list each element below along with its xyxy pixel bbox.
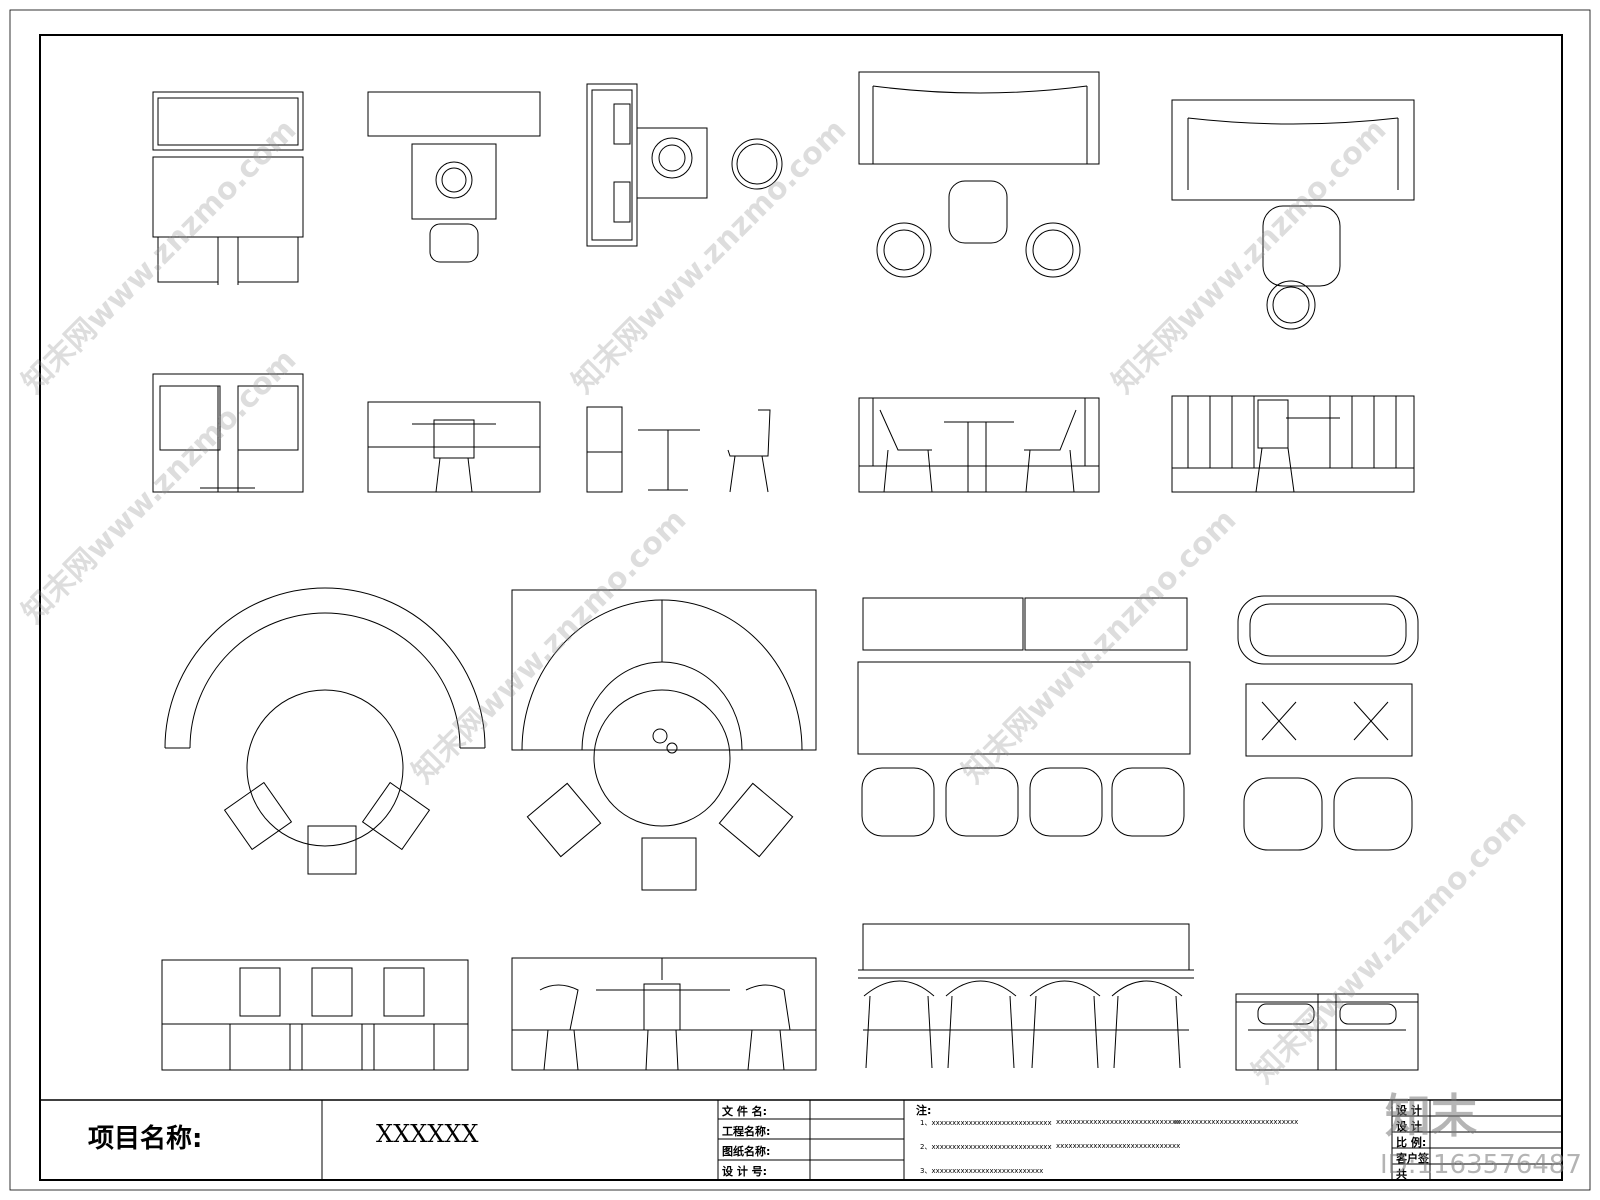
field-design-number: 设 计 号:	[722, 1165, 768, 1178]
plan-long-sofa-round-chairs	[858, 71, 1100, 278]
elev-booth-pedestal-chair	[586, 406, 771, 493]
field-design-1: 设 计	[1396, 1104, 1422, 1117]
note-2a: 2、xxxxxxxxxxxxxxxxxxxxxxxxxxxxx	[920, 1143, 1052, 1151]
elev-booth-two-chairs	[858, 397, 1100, 493]
field-design-2: 设 计	[1396, 1120, 1422, 1133]
plan-booth-round-stool	[586, 83, 783, 247]
project-name-value: XXXXXX	[376, 1120, 479, 1148]
field-file-name: 文 件 名:	[722, 1105, 768, 1118]
plan-bench-long-table-chairs	[857, 597, 1191, 837]
note-2b: xxxxxxxxxxxxxxxxxxxxxxxxxxxxxx	[1056, 1142, 1181, 1150]
field-project-name: 工程名称:	[722, 1125, 771, 1138]
plan-tufted-sofa-chair	[1171, 99, 1415, 330]
plan-curved-booth-round-table	[164, 587, 486, 875]
notes-label: 注:	[916, 1104, 932, 1117]
plan-arm-sofa-coffee-tables	[1237, 595, 1419, 851]
note-1b: xxxxxxxxxxxxxxxxxxxxxxxxxxxxxx	[1056, 1118, 1181, 1126]
title-block-lines	[40, 1099, 1562, 1180]
elev-arm-sofa-chairs	[1235, 993, 1419, 1071]
field-scale: 比 例:	[1396, 1136, 1427, 1149]
elev-curved-booth	[161, 959, 469, 1071]
elev-double-chairs	[152, 373, 304, 493]
image-id: ID:1163576487	[1380, 1150, 1582, 1180]
field-client-sign: 客户签	[1396, 1152, 1429, 1165]
elev-bench-long-table	[858, 923, 1194, 1069]
note-1c: xxxxxxxxxxxxxxxxxxxxxxxxxxxxxx	[1174, 1118, 1299, 1126]
inner-border	[39, 34, 1563, 1181]
elev-paneled-booth-chair	[1171, 395, 1415, 493]
field-drawing-name: 图纸名称:	[722, 1145, 771, 1158]
elev-bench-table	[367, 401, 541, 493]
plan-bench-square-table	[367, 91, 541, 263]
outer-border	[9, 9, 1591, 1191]
plan-semicircle-booth	[511, 589, 817, 891]
field-total: 共	[1396, 1168, 1407, 1181]
note-1a: 1、xxxxxxxxxxxxxxxxxxxxxxxxxxxxx	[920, 1119, 1052, 1127]
elev-semicircle-booth	[511, 957, 817, 1071]
project-name-label: 项目名称:	[88, 1124, 203, 1154]
brand-logo: 知末	[1385, 1089, 1477, 1143]
plan-sofa-table-chairs	[152, 91, 304, 285]
note-3: 3、xxxxxxxxxxxxxxxxxxxxxxxxxxx	[920, 1167, 1044, 1175]
